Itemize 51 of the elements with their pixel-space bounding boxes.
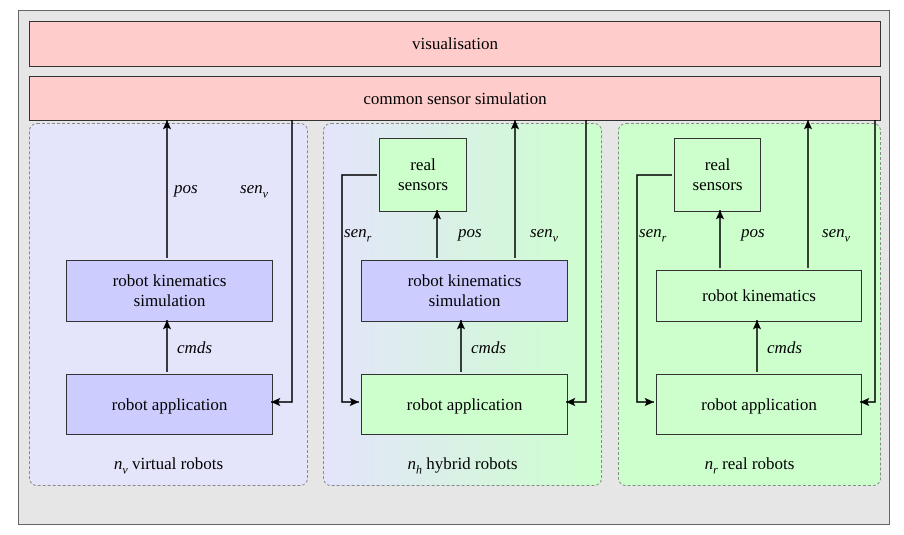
arrow bbox=[860, 120, 876, 406]
process-box bbox=[361, 374, 568, 435]
edge-label: pos bbox=[741, 222, 765, 242]
box-label: robot application bbox=[700, 394, 818, 414]
edge-label: cmds bbox=[177, 338, 212, 358]
layer-bar bbox=[29, 21, 881, 67]
box-label: robot kinematics bbox=[701, 286, 817, 306]
arrow bbox=[271, 120, 293, 406]
arrow bbox=[566, 120, 587, 406]
layer-bar bbox=[29, 76, 881, 121]
arrow bbox=[804, 120, 812, 268]
box-label: robot kinematics simulation bbox=[406, 271, 522, 311]
arrow bbox=[432, 210, 442, 258]
process-box bbox=[66, 374, 273, 435]
frame-panel bbox=[18, 10, 890, 525]
box-label: visualisation bbox=[411, 34, 499, 54]
arrow bbox=[510, 120, 520, 258]
edge-label: sen$_{r}$ bbox=[344, 222, 372, 246]
arrow bbox=[162, 120, 172, 258]
group-panel bbox=[29, 123, 308, 486]
process-box bbox=[66, 260, 273, 322]
box-label: robot kinematics simulation bbox=[112, 271, 228, 311]
arrow bbox=[752, 320, 762, 372]
group-panel bbox=[618, 123, 881, 486]
box-label: real sensors bbox=[396, 155, 450, 195]
group-label: n$_{r}$ real robots bbox=[704, 454, 796, 477]
group-label: n$_{v}$ virtual robots bbox=[112, 454, 224, 477]
box-label: robot application bbox=[110, 394, 228, 414]
edge-label: sen$_{v}$ bbox=[530, 222, 558, 246]
group-label: n$_{h}$ hybrid robots bbox=[406, 454, 518, 477]
arrow bbox=[456, 320, 466, 372]
edge-label: cmds bbox=[767, 338, 802, 358]
process-box bbox=[379, 138, 467, 212]
process-box bbox=[656, 270, 862, 322]
process-box bbox=[361, 260, 568, 322]
edge-label: pos bbox=[174, 178, 198, 198]
edge-label: sen$_{v}$ bbox=[822, 222, 850, 246]
arrow bbox=[636, 174, 672, 406]
process-box bbox=[656, 374, 862, 435]
box-label: real sensors bbox=[691, 155, 744, 195]
edge-label: pos bbox=[458, 222, 482, 242]
edge-label: sen$_{v}$ bbox=[240, 178, 268, 202]
process-box bbox=[674, 138, 761, 212]
edge-label: sen$_{r}$ bbox=[639, 222, 666, 246]
box-label: common sensor simulation bbox=[362, 88, 548, 108]
arrow bbox=[162, 320, 172, 372]
edge-label: cmds bbox=[471, 338, 506, 358]
box-label: robot application bbox=[406, 394, 524, 414]
arrow bbox=[341, 174, 377, 406]
arrow bbox=[716, 210, 724, 268]
group-panel bbox=[323, 123, 602, 486]
